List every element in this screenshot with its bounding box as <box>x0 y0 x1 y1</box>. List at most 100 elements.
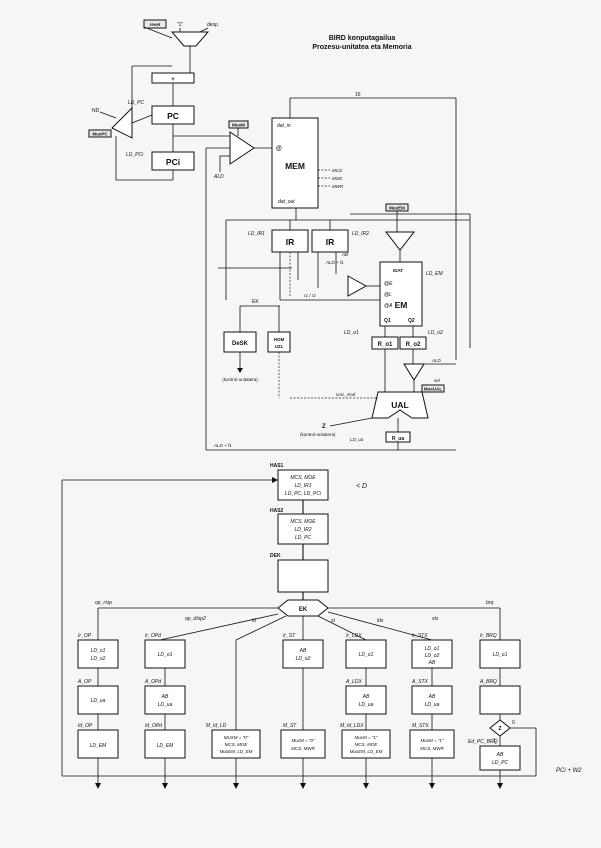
svg-text:M_Id_LD: M_Id_LD <box>206 723 227 729</box>
idat-label: IDAT <box>393 268 403 273</box>
z-label: Z <box>322 424 326 430</box>
muxmem-label: MuxM <box>232 123 245 128</box>
svg-text:LD_o1: LD_o1 <box>158 652 173 658</box>
svg-text:LD_EM: LD_EM <box>90 743 108 749</box>
ual-b-mux <box>403 363 425 381</box>
svg-text:Ir_OP: Ir_OP <box>78 633 92 639</box>
pc-label: PC <box>167 111 179 121</box>
ld-ir2-label: LD_IR2 <box>352 231 369 237</box>
title-line-1: BIRD konputagailua <box>329 35 396 42</box>
ld-pc-label: LD_PC <box>128 100 145 106</box>
ual-block <box>371 391 429 419</box>
svg-text:Id_OPd: Id_OPd <box>145 723 162 729</box>
svg-text:@E: @E <box>384 281 393 287</box>
state-m-id-ld <box>211 729 261 759</box>
svg-text:M_Id_LDX: M_Id_LDX <box>340 723 364 729</box>
svg-text:Ir_LDX: Ir_LDX <box>346 633 362 639</box>
ir2-label: IR <box>326 237 335 247</box>
svg-text:LD_PC: LD_PC <box>295 535 312 541</box>
ald-f1-label: ALD + f1 <box>213 443 232 448</box>
svg-text:MCS, MOE: MCS, MOE <box>290 519 316 525</box>
svg-text:A_OPd: A_OPd <box>144 679 161 685</box>
svg-text:A_BRQ: A_BRQ <box>479 679 497 685</box>
svg-text:LD_o2: LD_o2 <box>91 656 106 662</box>
svg-text:LD_o1: LD_o1 <box>359 652 374 658</box>
branch-label-brq: brq <box>486 600 493 606</box>
state-m-st <box>280 729 326 759</box>
branch-label-st: st <box>331 618 336 624</box>
svg-text:LD_IR2: LD_IR2 <box>295 527 312 533</box>
svg-text:LD_ua: LD_ua <box>425 702 440 708</box>
mem-ctrl-moe: MOE <box>332 176 343 181</box>
svg-text:MCS, MWR: MCS, MWR <box>420 746 444 751</box>
branch-label-ld: ld <box>252 618 256 624</box>
r-o2-label: R_o2 <box>406 342 421 348</box>
hom-block <box>267 331 291 353</box>
svg-text:AB: AB <box>428 694 436 700</box>
q2-label: Q2 <box>408 318 415 324</box>
state-m-stx <box>409 729 455 759</box>
svg-text:LD_PC, LD_PCi: LD_PC, LD_PCi <box>285 491 322 497</box>
ld-o2-label: LD_o2 <box>428 330 443 336</box>
svg-text:MCS, MOE: MCS, MOE <box>225 742 249 747</box>
svg-text:AB: AB <box>341 252 348 257</box>
svg-text:MuxEM, LD_EM: MuxEM, LD_EM <box>220 749 253 754</box>
ld-o1-label: LD_o1 <box>344 330 359 336</box>
svg-text:LD_o1: LD_o1 <box>425 646 440 652</box>
state-ed-pc-brq <box>479 745 521 771</box>
svg-text:A_STX: A_STX <box>411 679 429 685</box>
svg-text:1: 1 <box>493 738 496 744</box>
branch-label-ldx: ldx <box>377 618 384 624</box>
em-label: EM <box>395 300 408 310</box>
svg-text:MUXM = "0": MUXM = "0" <box>224 735 249 740</box>
svg-text:LD_o2: LD_o2 <box>425 653 440 659</box>
state-ir-brq <box>479 639 521 669</box>
svg-text:M_ST: M_ST <box>283 723 297 729</box>
svg-text:Ed_PC_BRQ: Ed_PC_BRQ <box>468 739 498 745</box>
svg-text:AB: AB <box>428 660 436 666</box>
reset-label: reset <box>150 22 161 27</box>
svg-text:@L: @L <box>384 292 392 298</box>
state-dek <box>277 559 329 593</box>
svg-text:ALD: ALD <box>213 174 224 180</box>
svg-text:LD_o1: LD_o1 <box>91 648 106 654</box>
state-a-ldx <box>345 685 387 715</box>
svg-text:Id_OP: Id_OP <box>78 723 93 729</box>
ek-decision-label: EK <box>299 607 308 613</box>
svg-text:AB: AB <box>161 694 169 700</box>
svg-text:LD_PC: LD_PC <box>492 760 509 766</box>
svg-text:A_LDX: A_LDX <box>345 679 363 685</box>
svg-text:A_OP: A_OP <box>77 679 92 685</box>
kontrol-unit-label-2: (kontrol-unitatera) <box>300 432 336 437</box>
bottom-arrows <box>95 776 503 789</box>
state-dek-name: DEK <box>270 553 281 559</box>
pencil-mark: < D <box>356 483 367 490</box>
em-register-file <box>379 261 423 327</box>
state-id-opd <box>144 729 186 759</box>
em-select-mux <box>347 275 368 297</box>
svg-text:M_STX: M_STX <box>412 723 429 729</box>
ir1-label: IR <box>286 237 295 247</box>
r-o1-label: R_o1 <box>378 342 393 348</box>
one-constant-label: "1" <box>177 22 184 28</box>
svg-text:LD_o1: LD_o1 <box>493 652 508 658</box>
svg-text:LD_ua: LD_ua <box>359 702 374 708</box>
state-id-op <box>77 729 119 759</box>
svg-text:LD_EM: LD_EM <box>157 743 175 749</box>
svg-text:Ir_OPd: Ir_OPd <box>145 633 161 639</box>
svg-text:ALD + f1: ALD + f1 <box>325 260 344 265</box>
svg-text:MCS, MOE: MCS, MOE <box>355 742 379 747</box>
muxem-label: MuxEM <box>389 206 405 211</box>
svg-text:HOM: HOM <box>274 337 285 342</box>
state-a-stx <box>411 685 453 715</box>
state-m-id-ldx <box>341 729 391 759</box>
svg-text:LD_ua: LD_ua <box>91 698 106 704</box>
svg-text:@A: @A <box>384 303 393 309</box>
svg-text:ND: ND <box>92 108 100 114</box>
pci-label: PCi <box>166 157 180 167</box>
sel-label: sel <box>434 378 441 383</box>
state-has1-name: HAS1 <box>270 463 284 469</box>
ld-pci-label: LD_PCi <box>126 152 144 158</box>
muxem-mux <box>384 231 416 251</box>
